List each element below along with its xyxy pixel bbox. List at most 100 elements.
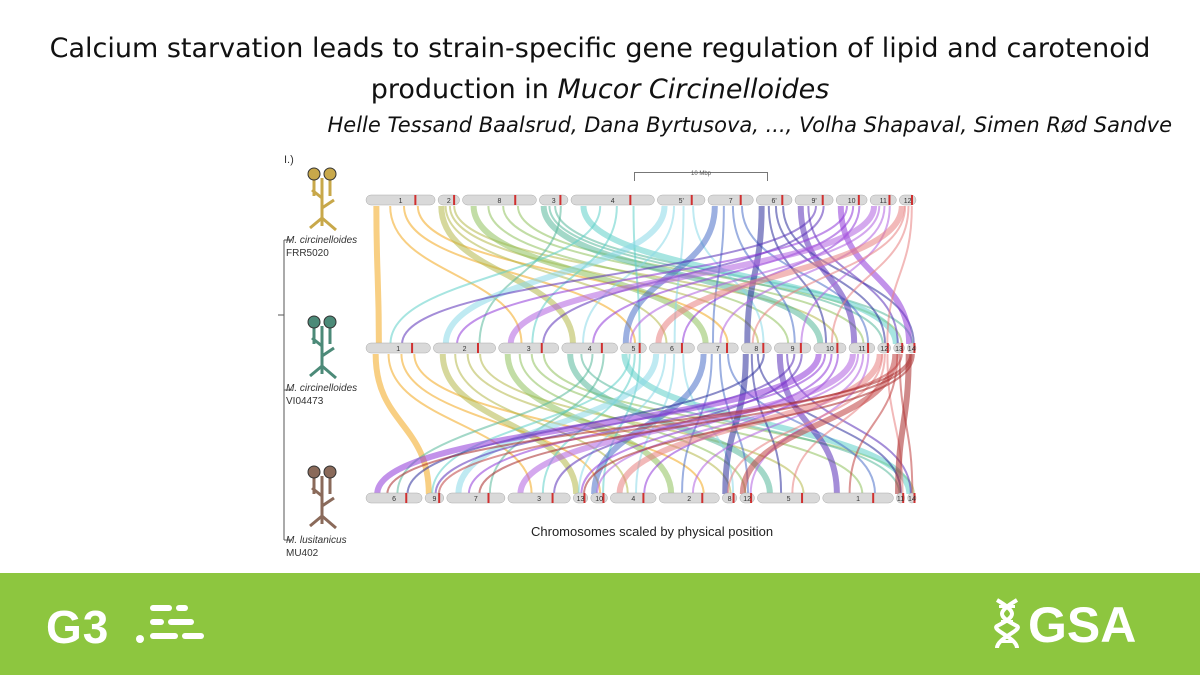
chromosome-label: 7 [474, 496, 478, 503]
synteny-ribbon [507, 205, 878, 345]
chromosome-bar [433, 342, 496, 354]
centromere-mark [583, 493, 586, 503]
synteny-ribbon [749, 353, 870, 495]
centromere-mark [487, 493, 490, 503]
chromosome-label: 10 [826, 346, 834, 353]
centromere-mark [872, 493, 875, 503]
chromosome-label: 6 [670, 346, 674, 353]
chromosome-bar [446, 492, 506, 504]
centromere-mark [726, 343, 729, 353]
synteny-ribbon [731, 205, 796, 345]
chromosome-bar [365, 194, 436, 206]
chromosome-label: 13 [577, 496, 585, 503]
synteny-ribbon [437, 353, 903, 495]
centromere-mark [821, 195, 824, 205]
title-line-2: production in Mucor Circinelloides [0, 69, 1200, 110]
centromere-mark [602, 493, 605, 503]
synteny-ribbon [750, 353, 783, 495]
synteny-ribbon [442, 205, 668, 345]
fungus-icon [307, 315, 337, 380]
chromosome-label: 9 [791, 346, 795, 353]
centromere-mark [902, 493, 905, 503]
chromosome-label: 6 [392, 496, 396, 503]
centromere-mark [762, 343, 765, 353]
synteny-ribbon [518, 353, 747, 495]
synteny-ribbon [456, 205, 848, 345]
synteny-ribbon [453, 205, 839, 345]
centromere-mark [801, 493, 804, 503]
chromosome-bar [757, 492, 821, 504]
chromosome-label: 8 [728, 496, 732, 503]
chromosome-bar [610, 492, 657, 504]
synteny-ribbon [830, 205, 910, 345]
gsa-dna-icon [994, 598, 1020, 649]
centromere-mark [414, 195, 417, 205]
synteny-ribbon [692, 205, 765, 345]
chromosome-label: 6' [772, 198, 777, 205]
chromosome-bar [822, 492, 894, 504]
x-axis-label: Chromosomes scaled by physical position [531, 524, 774, 539]
chromosome-label: 3 [537, 496, 541, 503]
synteny-ribbon [751, 205, 907, 345]
chromosome-label: 10 [595, 496, 603, 503]
centromere-mark [888, 195, 891, 205]
chromosome-label: 7 [716, 346, 720, 353]
chromosome-bar [462, 194, 537, 206]
synteny-ribbon [455, 353, 660, 495]
centromere-mark [913, 343, 916, 353]
centromere-mark [701, 493, 704, 503]
chromosome-label: 3 [527, 346, 531, 353]
synteny-ribbon [582, 205, 676, 345]
chromosome-label: 8 [498, 198, 502, 205]
centromere-mark [405, 493, 408, 503]
synteny-ribbon [726, 353, 884, 495]
panel-label: I.) [284, 154, 294, 166]
synteny-ribbon [488, 353, 605, 495]
synteny-ribbon [387, 353, 533, 495]
chromosome-label: 4 [588, 346, 592, 353]
synteny-ribbon [622, 205, 718, 345]
chromosome-label: 11 [858, 346, 865, 353]
species-name-3: M. lusitanicus [286, 535, 347, 546]
synteny-ribbon [416, 205, 729, 345]
synteny-ribbon [401, 205, 817, 345]
g3-logo[interactable]: G3 [46, 601, 110, 653]
synteny-ribbon [711, 205, 725, 345]
chromosome-bar [697, 342, 739, 354]
synteny-ribbon [517, 353, 856, 495]
centromere-mark [453, 195, 456, 205]
synteny-ribbon [629, 205, 881, 345]
chromosome-label: 9' [811, 198, 816, 205]
synteny-ribbon [374, 353, 822, 495]
synteny-ribbon [767, 205, 828, 345]
species-name-2: M. circinelloides [286, 383, 358, 394]
synteny-ribbon [800, 205, 891, 345]
synteny-ribbon [756, 353, 903, 495]
centromere-mark [476, 343, 479, 353]
centromere-mark [680, 343, 683, 353]
chromosome-label: 3 [552, 198, 556, 205]
chromosome-label: 9 [432, 496, 436, 503]
chromosome-label: 5' [679, 198, 684, 205]
synteny-ribbon [372, 353, 432, 495]
centromere-mark [836, 343, 839, 353]
gsa-logo[interactable]: GSA [1028, 597, 1137, 653]
synteny-ribbon [548, 205, 884, 345]
chromosome-label: 14 [908, 496, 916, 503]
paper-title: Calcium starvation leads to strain-speci… [0, 28, 1200, 110]
species-strain-3: MU402 [286, 548, 319, 559]
centromere-mark [514, 195, 517, 205]
centromere-mark [750, 493, 753, 503]
chromosome-label: 10 [848, 198, 856, 205]
centromere-mark [411, 343, 414, 353]
chromosome-bar [365, 492, 423, 504]
synteny-ribbon [577, 353, 667, 495]
synteny-ribbon [691, 353, 865, 495]
synteny-ribbon [478, 353, 914, 495]
title-line-2-prefix: production in [370, 74, 558, 105]
centromere-mark [857, 195, 860, 205]
synteny-ribbon [389, 205, 602, 345]
chromosome-label: 8 [754, 346, 758, 353]
